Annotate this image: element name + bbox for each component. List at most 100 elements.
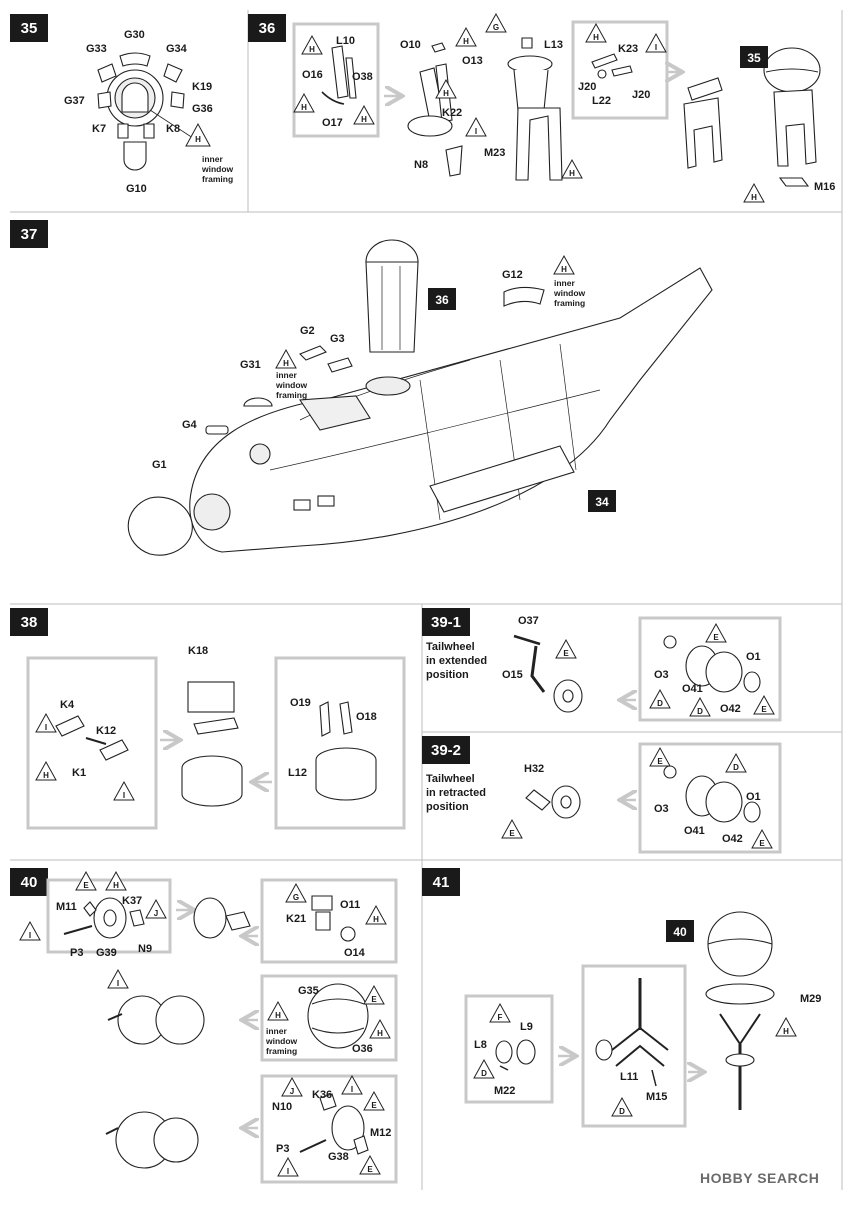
part-label: L12 bbox=[288, 767, 307, 779]
svg-text:E: E bbox=[657, 757, 663, 766]
svg-text:window: window bbox=[201, 164, 234, 174]
svg-text:in extended: in extended bbox=[426, 655, 487, 667]
svg-text:window: window bbox=[275, 380, 308, 390]
svg-text:E: E bbox=[761, 705, 767, 714]
part-label: O36 bbox=[352, 1043, 373, 1055]
step38-labels: K18 K4 K12 K1 O19 O18 L12 bbox=[60, 645, 377, 779]
svg-text:Tailwheel: Tailwheel bbox=[426, 773, 475, 785]
step41-triangles: H F D D bbox=[473, 1002, 797, 1117]
step40-triangles: E H I J I G H E H H J I E I E bbox=[19, 870, 391, 1177]
part-label: G30 bbox=[124, 29, 145, 41]
svg-text:window: window bbox=[553, 288, 586, 298]
svg-text:D: D bbox=[697, 707, 703, 716]
svg-text:E: E bbox=[367, 1165, 373, 1174]
svg-text:I: I bbox=[117, 979, 119, 988]
svg-text:34: 34 bbox=[595, 495, 609, 509]
part-label: M16 bbox=[814, 181, 835, 193]
step35-note: inner window framing bbox=[201, 154, 234, 184]
part-label: K18 bbox=[188, 645, 208, 657]
part-label: L22 bbox=[592, 95, 611, 107]
part-label: O15 bbox=[502, 669, 523, 681]
part-label: P3 bbox=[276, 1143, 289, 1155]
svg-text:E: E bbox=[371, 995, 377, 1004]
step40-parts bbox=[63, 895, 369, 1169]
svg-text:position: position bbox=[426, 669, 469, 681]
svg-text:36: 36 bbox=[259, 20, 276, 37]
part-label: O37 bbox=[518, 615, 539, 627]
step35-labels: G33 G30 G34 K19 G37 G36 K7 K8 G10 H bbox=[64, 29, 213, 195]
part-label: O42 bbox=[722, 833, 743, 845]
step-badge-38: 38 bbox=[10, 608, 48, 636]
svg-text:H: H bbox=[561, 265, 567, 274]
part-label: G10 bbox=[126, 183, 147, 195]
watermark: HOBBY SEARCH bbox=[700, 1170, 820, 1186]
part-label: M29 bbox=[800, 993, 821, 1005]
part-label: G34 bbox=[166, 43, 188, 55]
part-label: K19 bbox=[192, 81, 212, 93]
step41-ref-badge: 40 bbox=[666, 920, 694, 942]
part-label: M22 bbox=[494, 1085, 515, 1097]
step-badge-39-1: 39-1 bbox=[422, 608, 470, 636]
svg-text:inner: inner bbox=[276, 370, 297, 380]
part-label: K4 bbox=[60, 699, 75, 711]
part-label: O41 bbox=[682, 683, 703, 695]
part-label: K1 bbox=[72, 767, 86, 779]
svg-text:inner: inner bbox=[266, 1026, 287, 1036]
svg-text:framing: framing bbox=[276, 390, 307, 400]
part-label: L13 bbox=[544, 39, 563, 51]
step41-parts bbox=[495, 911, 775, 1110]
part-label: M11 bbox=[56, 901, 77, 913]
step37-fuselage bbox=[127, 239, 713, 556]
step39-parts bbox=[513, 634, 761, 823]
part-label: M12 bbox=[370, 1127, 391, 1139]
svg-text:H: H bbox=[443, 89, 449, 98]
svg-text:G: G bbox=[293, 893, 299, 902]
part-label: O17 bbox=[322, 117, 343, 129]
step37-notes: inner window framing inner window framin… bbox=[275, 278, 586, 400]
flow-arrows bbox=[160, 72, 702, 1128]
svg-text:H: H bbox=[463, 37, 469, 46]
part-label: K37 bbox=[122, 895, 142, 907]
svg-text:D: D bbox=[619, 1107, 625, 1116]
svg-text:inner: inner bbox=[554, 278, 575, 288]
svg-text:F: F bbox=[498, 1013, 503, 1022]
part-label: L9 bbox=[520, 1021, 533, 1033]
part-label: G4 bbox=[182, 419, 198, 431]
part-label: J20 bbox=[632, 89, 650, 101]
part-label: L8 bbox=[474, 1039, 487, 1051]
svg-text:41: 41 bbox=[433, 874, 450, 891]
step-badge-39-2: 39-2 bbox=[422, 736, 470, 764]
svg-text:framing: framing bbox=[266, 1046, 297, 1056]
svg-text:E: E bbox=[713, 633, 719, 642]
svg-text:E: E bbox=[371, 1101, 377, 1110]
part-label: L11 bbox=[620, 1071, 638, 1083]
svg-text:H: H bbox=[373, 915, 379, 924]
step41-labels: M29 L9 L8 M22 L11 M15 bbox=[474, 993, 821, 1103]
svg-text:H: H bbox=[783, 1027, 789, 1036]
step-badge-35: 35 bbox=[10, 14, 48, 42]
part-label: O41 bbox=[684, 825, 705, 837]
part-label: K22 bbox=[442, 107, 462, 119]
step36-triangles: H H H H H G H I I H H bbox=[293, 12, 765, 203]
step38-triangles: I H I bbox=[35, 712, 135, 801]
step39-triangles: E E D D E E E D E bbox=[501, 622, 775, 849]
svg-text:H: H bbox=[283, 359, 289, 368]
svg-text:Tailwheel: Tailwheel bbox=[426, 641, 475, 653]
step-badge-40: 40 bbox=[10, 868, 48, 896]
part-label: M23 bbox=[484, 147, 505, 159]
part-label: G39 bbox=[96, 947, 117, 959]
part-label: O1 bbox=[746, 791, 761, 803]
svg-text:J: J bbox=[290, 1087, 294, 1096]
svg-text:40: 40 bbox=[21, 874, 38, 891]
svg-text:37: 37 bbox=[21, 226, 38, 243]
part-label: G1 bbox=[152, 459, 167, 471]
svg-text:D: D bbox=[481, 1069, 487, 1078]
svg-text:E: E bbox=[83, 881, 89, 890]
svg-text:I: I bbox=[351, 1085, 353, 1094]
svg-text:H: H bbox=[43, 771, 49, 780]
step36-labels: L10 O16 O38 O17 O10 O13 K22 N8 L13 M23 K… bbox=[302, 35, 835, 193]
svg-text:I: I bbox=[475, 127, 477, 136]
part-label: G36 bbox=[192, 103, 213, 115]
